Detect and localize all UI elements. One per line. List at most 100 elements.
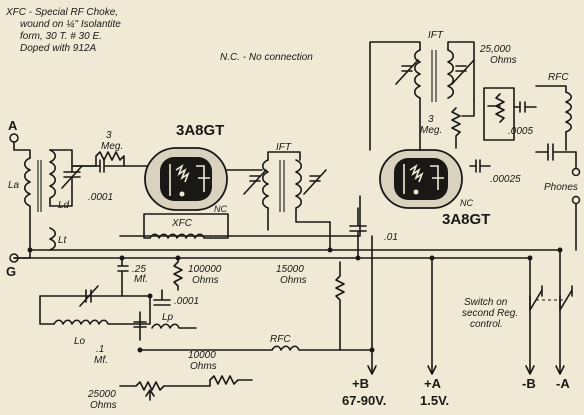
detector-cap-label: .00025 (490, 174, 521, 185)
switch-minus-b (529, 285, 543, 311)
detector-cap (469, 159, 491, 173)
phone-cap (535, 143, 577, 161)
tube-1-label: 3A8GT (176, 122, 224, 139)
ift-1-secondary (295, 159, 303, 209)
xfc-coil (149, 233, 211, 239)
plus-a-voltage: 1.5V. (420, 393, 449, 408)
ift-2-primary (413, 49, 421, 99)
regen-pot-unit: Ohms (90, 400, 117, 411)
lo-tuning-cap (79, 285, 99, 307)
xfc-label: XFC (171, 218, 193, 229)
detector-load-resistor (173, 257, 183, 291)
minus-b-arrow (525, 365, 535, 375)
av-bus (119, 195, 361, 237)
tube-1-electrodes (169, 163, 210, 196)
tube-1 (144, 147, 228, 211)
regen-pot-wiper (145, 389, 155, 401)
decoupling-resistor-value: 10000 (188, 350, 216, 361)
coupling-cap (153, 289, 171, 306)
junction-dot (369, 347, 375, 353)
grid-capacitor (71, 159, 151, 173)
plate-bypass (133, 311, 147, 341)
ift-1-label: IFT (276, 142, 292, 153)
lo-left-wire (39, 295, 55, 325)
antenna-terminal (9, 133, 19, 143)
plus-a-arrow (427, 365, 437, 375)
second-grid-leak-resistor (451, 107, 461, 149)
decoupling-resistor-unit: Ohms (190, 361, 217, 372)
no-connection-note: N.C. - No connection (220, 52, 313, 63)
plus-b-label: +B (352, 376, 369, 391)
ift-2-core (431, 50, 437, 102)
lp-coil (151, 323, 197, 329)
junction-dot (327, 247, 333, 253)
minus-a-label: -A (556, 376, 570, 391)
second-grid-leak-unit: Meg. (420, 125, 442, 136)
minus-b-label: -B (522, 376, 536, 391)
switch-note-line-2: second Reg. (462, 308, 518, 319)
volume-pot-value: 25,000 (479, 44, 511, 55)
ift-1-leads (267, 151, 331, 231)
xfc-note: XFC - Special RF Choke, wound on ¼" Isol… (5, 7, 121, 54)
la-label: La (8, 180, 20, 191)
switch-note: Switch on second Reg. control. (462, 297, 518, 330)
plus-b-voltage: 67-90V. (342, 393, 386, 408)
lo-label: Lo (74, 336, 86, 347)
bypass-cap-label: .0005 (508, 126, 533, 137)
la-coil (13, 157, 31, 259)
junction-dot (27, 247, 33, 253)
junction-dot (557, 247, 563, 253)
ld-bottom-wire (49, 176, 73, 207)
screen-bypass (349, 207, 367, 259)
tube-2-nc: NC (460, 198, 473, 208)
screen-resistor (335, 261, 345, 351)
xfc-note-line-3: form, 30 T. # 30 E. (20, 31, 102, 42)
regen-cap-unit: Mf. (134, 274, 148, 285)
output-rfc-leads (535, 85, 567, 151)
ift-1-trimmer-a (243, 169, 267, 195)
decoupling-resistor (209, 375, 253, 385)
tube-2-elements (394, 158, 448, 200)
lp-label: Lp (162, 312, 174, 323)
phones-terminal-a (571, 167, 581, 177)
ift-1-primary (261, 159, 269, 209)
ift-1-core (279, 160, 285, 212)
lo-coil (53, 319, 121, 325)
junction-dot (147, 293, 153, 299)
detector-load-unit: Ohms (192, 275, 219, 286)
lt-coil (49, 227, 57, 251)
la-core (37, 160, 42, 212)
bypass-cap (513, 101, 537, 113)
junction-dot (175, 255, 181, 261)
volume-pot (495, 93, 505, 123)
detector-load-value: 100000 (188, 264, 222, 275)
plus-a-label: +A (424, 376, 442, 391)
output-rfc-label: RFC (548, 72, 569, 83)
phones-label: Phones (544, 182, 578, 193)
ift-2-secondary (447, 49, 455, 99)
xfc-note-line-4: Doped with 912A (20, 43, 96, 54)
tube-1-cathode (179, 191, 185, 197)
regen-cap (117, 257, 129, 297)
regen-cap-value: .25 (132, 264, 146, 275)
plate-bypass-unit: Mf. (94, 355, 108, 366)
antenna-lead (13, 141, 31, 159)
phones-terminal-b (571, 195, 581, 205)
tube-2 (379, 149, 463, 209)
screen-bypass-label: .01 (384, 232, 398, 243)
xfc-note-line-2: wound on ¼" Isolantite (20, 18, 121, 30)
junction-dot (355, 255, 361, 261)
grid-leak-unit: Meg. (101, 141, 123, 152)
output-rfc (565, 91, 573, 133)
ground-label: G (6, 264, 16, 279)
second-grid-leak-link (461, 99, 475, 117)
volume-pot-unit: Ohms (490, 55, 517, 66)
plate-rfc (271, 345, 373, 351)
xfc-box (143, 213, 229, 233)
screen-resistor-unit: Ohms (280, 275, 307, 286)
ift-1-trimmer-b (303, 169, 327, 195)
grid-leak-value: 3 (106, 130, 112, 141)
tube-2-cathode (413, 189, 419, 195)
switch-note-line-3: control. (470, 319, 503, 330)
